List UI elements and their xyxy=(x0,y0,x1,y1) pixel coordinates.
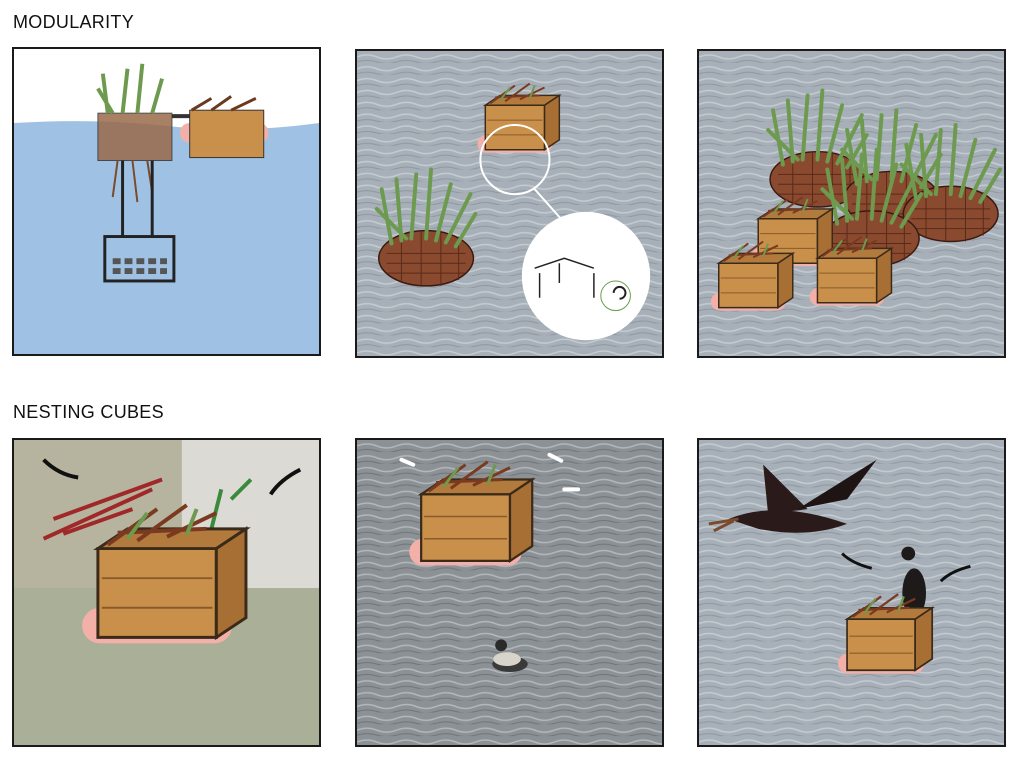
panel-nesting-material xyxy=(12,438,321,747)
standing-bird xyxy=(901,546,927,618)
section-title-modularity: MODULARITY xyxy=(13,12,135,32)
flying-bird xyxy=(708,459,877,533)
panel-connector-detail xyxy=(355,49,664,358)
panel-birds-nesting xyxy=(697,438,1006,747)
duck xyxy=(492,639,528,672)
section-title-nesting-cubes: NESTING CUBES xyxy=(13,402,164,422)
panel-assembled-modules xyxy=(697,49,1006,358)
arrow-icon xyxy=(939,564,971,583)
arrow-icon xyxy=(841,552,873,570)
planted-basket-module xyxy=(96,63,176,283)
panel-floating-cube-duck xyxy=(355,438,664,747)
arrow-icon xyxy=(42,458,79,480)
connector-detail-callout xyxy=(521,211,651,341)
arrow-icon xyxy=(268,467,302,496)
wooden-nest-module xyxy=(171,95,269,159)
panel-modularity-diagram xyxy=(12,47,321,356)
